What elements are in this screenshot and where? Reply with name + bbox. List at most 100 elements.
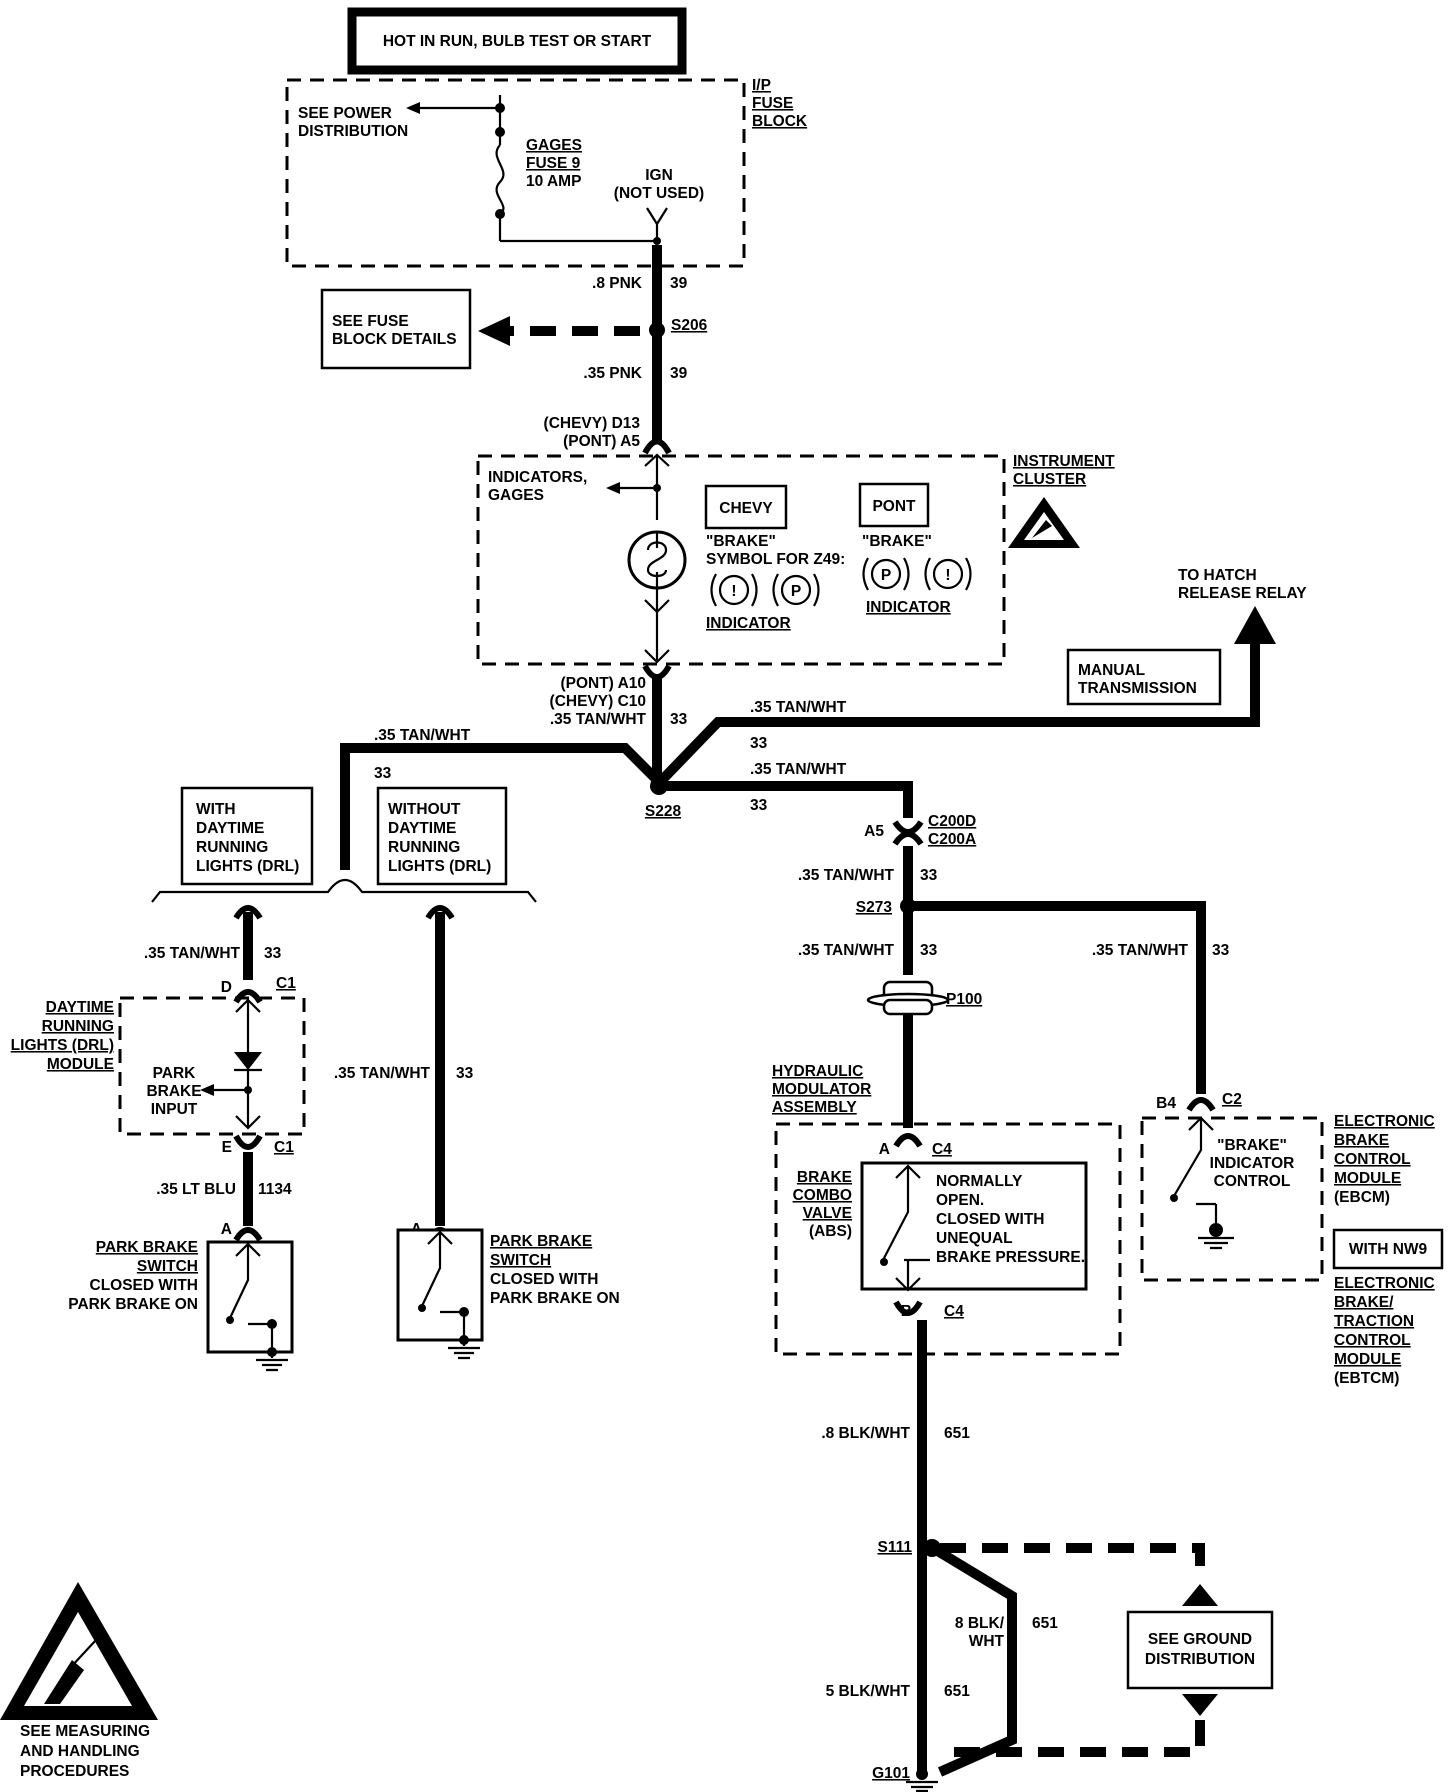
ebcm-control-2: INDICATOR <box>1210 1155 1295 1172</box>
pont-box <box>858 482 930 528</box>
arrow-up-icon <box>1234 606 1276 644</box>
indicators-label-1: INDICATORS, <box>488 469 587 486</box>
wire-35pnk-label: .35 PNK <box>583 365 642 382</box>
fuse-icon <box>495 144 505 215</box>
connector-icon <box>893 1133 923 1148</box>
wire-651-label-c: 651 <box>944 1683 970 1700</box>
valve-label-4: (ABS) <box>809 1223 852 1240</box>
pont-label: PONT <box>872 498 916 515</box>
splice-s206 <box>649 322 665 338</box>
wire-8pnk-label: .8 PNK <box>592 275 643 292</box>
symbol-i-chevy: ! <box>731 583 736 600</box>
fuse-label-2: FUSE 9 <box>526 155 581 172</box>
right-switch-4: PARK BRAKE ON <box>490 1290 620 1307</box>
fuse-block-title-2: FUSE <box>752 95 793 112</box>
wire-blkwht-label-a: .8 BLK/WHT <box>821 1425 910 1442</box>
arrow-down-icon <box>1182 1694 1218 1716</box>
valve-desc-1: NORMALLY <box>936 1173 1023 1190</box>
conn-chevy-c10: (CHEVY) C10 <box>550 693 646 710</box>
splice-s228-label: S228 <box>645 803 682 820</box>
ebcm-title-1: ELECTRONIC <box>1334 1113 1435 1130</box>
fuse-label-3: 10 AMP <box>526 173 581 190</box>
wire-33-label-g: 33 <box>920 942 938 959</box>
ground-g101-label: G101 <box>872 1765 910 1782</box>
ground-dist-box <box>1126 1610 1274 1690</box>
park-brake-switch-left: PARK BRAKE SWITCH CLOSED WITH PARK BRAKE… <box>68 1239 294 1372</box>
switch-icon <box>421 1230 466 1346</box>
switch-icon <box>881 1164 930 1292</box>
ebcm-title-2: BRAKE <box>1334 1132 1389 1149</box>
chevy-brake-text: "BRAKE" <box>706 533 776 550</box>
conn-a-left: A <box>221 1221 232 1238</box>
hot-in-run-label: HOT IN RUN, BULB TEST OR START <box>383 33 652 50</box>
indicators-label-2: GAGES <box>488 487 544 504</box>
wire-39-label-b: 39 <box>670 365 688 382</box>
arrow-up-icon <box>1182 1584 1218 1606</box>
right-switch-3: CLOSED WITH <box>490 1271 599 1288</box>
conn-e: E <box>222 1139 232 1156</box>
esd-label-2: AND HANDLING <box>20 1743 140 1760</box>
park-brake-switch-right: PARK BRAKE SWITCH CLOSED WITH PARK BRAKE… <box>396 1228 620 1360</box>
wire-33-label-i: 33 <box>456 1065 474 1082</box>
park-input-1: PARK <box>153 1065 197 1082</box>
valve-desc-5: BRAKE PRESSURE. <box>936 1249 1085 1266</box>
ebtcm-title-4: CONTROL <box>1334 1332 1411 1349</box>
valve-desc-4: UNEQUAL <box>936 1230 1013 1247</box>
wire-tanwht-label-b: .35 TAN/WHT <box>750 699 847 716</box>
right-switch-2: SWITCH <box>490 1252 551 1269</box>
with-nw9-box <box>1332 1228 1444 1270</box>
park-brake-icon: P <box>772 573 820 607</box>
valve-box <box>860 1161 1088 1291</box>
drl-module-4: MODULE <box>47 1056 114 1073</box>
conn-c200d: C200D <box>928 813 976 830</box>
arrow-icon <box>406 102 420 114</box>
arrow-icon <box>478 316 510 346</box>
ground-dist-1: SEE GROUND <box>1148 1631 1252 1648</box>
with-drl-box <box>180 786 314 886</box>
ip-fuse-block: I/P FUSE BLOCK SEE POWER DISTRIBUTION GA… <box>285 77 808 268</box>
ground-icon <box>256 1358 288 1372</box>
manual-trans-2: TRANSMISSION <box>1078 680 1197 697</box>
wire-ltblu-label: .35 LT BLU <box>156 1181 236 1198</box>
ground-icon <box>448 1346 480 1360</box>
ground-icon <box>1198 1236 1234 1250</box>
connector-icon <box>1186 1097 1216 1112</box>
without-drl-1: WITHOUT <box>388 801 461 818</box>
switch-icon <box>229 1242 274 1358</box>
cluster-title-1: INSTRUMENT <box>1013 453 1115 470</box>
conn-c200a: C200A <box>928 831 976 848</box>
connector-icon <box>233 1134 263 1150</box>
wire-33-label-a: 33 <box>670 711 688 728</box>
manual-trans-box <box>1066 648 1222 706</box>
esd-handling-notice: SEE MEASURING AND HANDLING PROCEDURES <box>0 1582 158 1780</box>
valve-label-1: BRAKE <box>797 1169 852 1186</box>
splice-s206-label: S206 <box>671 317 708 334</box>
ebcm-module: B4 C2 "BRAKE" INDICATOR CONTROL ELECTRON… <box>1140 1091 1444 1387</box>
conn-c4-top: C4 <box>932 1141 952 1158</box>
fuse-details-box <box>320 288 472 370</box>
wire-651-label-b: 651 <box>1032 1615 1058 1632</box>
wire-651-label-a: 651 <box>944 1425 970 1442</box>
ground-g101 <box>916 1768 928 1780</box>
pont-indicator-label: INDICATOR <box>866 599 951 616</box>
connector-icon <box>642 438 672 455</box>
wire-tanwht-label-i: .35 TAN/WHT <box>334 1065 431 1082</box>
fuse-details-1: SEE FUSE <box>332 313 409 330</box>
ebcm-control-1: "BRAKE" <box>1217 1137 1287 1154</box>
wire-tanwht-label-h: .35 TAN/WHT <box>144 945 241 962</box>
conn-c1-top: C1 <box>276 975 296 992</box>
fuse-details-2: BLOCK DETAILS <box>332 331 457 348</box>
wire-tanwht-label-f: .35 TAN/WHT <box>1092 942 1189 959</box>
splice-s273-label: S273 <box>856 899 893 916</box>
with-drl-3: RUNNING <box>196 839 268 856</box>
fuse-label-1: GAGES <box>526 137 582 154</box>
drl-module-3: LIGHTS (DRL) <box>11 1037 114 1054</box>
option-bracket <box>151 878 537 903</box>
ebcm-title-4: MODULE <box>1334 1170 1401 1187</box>
wire-33-label-d: 33 <box>750 797 768 814</box>
cluster-title-2: CLUSTER <box>1013 471 1086 488</box>
ground-dist-2: DISTRIBUTION <box>1145 1651 1255 1668</box>
conn-c4-bottom: C4 <box>944 1303 964 1320</box>
wire-1134-label: 1134 <box>258 1181 292 1198</box>
drl-module-1: DAYTIME <box>46 999 114 1016</box>
